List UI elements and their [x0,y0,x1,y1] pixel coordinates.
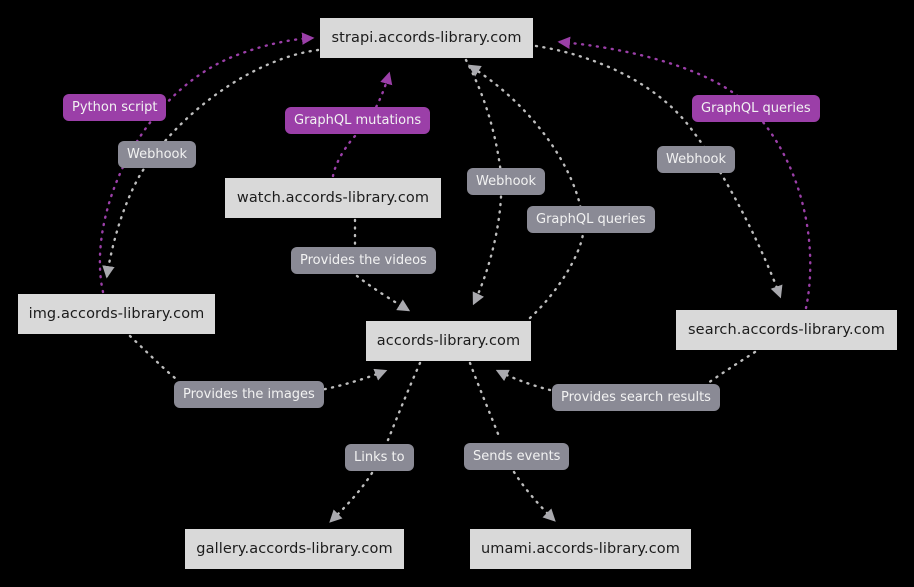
node-umami-label: umami.accords-library.com [480,540,681,557]
edge-label-links-to-text: Links to [354,450,405,465]
edge-label-provides-the-images: Provides the images [174,381,324,408]
edge-label-graphql-mutations-text: GraphQL mutations [294,113,422,128]
node-search-label: search.accords-library.com [688,321,885,338]
edge-label-provides-search-results: Provides search results [552,384,720,411]
edge-label-graphql-queries-middle: GraphQL queries [527,206,655,233]
edge-label-webhook-middle-text: Webhook [476,174,537,189]
node-watch-label: watch.accords-library.com [236,189,430,206]
edge-label-graphql-queries-right: GraphQL queries [692,95,820,122]
edge-label-provides-the-images-text: Provides the images [183,387,315,402]
edge-label-provides-search-results-text: Provides search results [561,390,711,405]
node-accords-library-label: accords-library.com [376,332,521,349]
edge-core-to-gallery [331,361,422,521]
edge-label-provides-the-videos: Provides the videos [291,247,436,274]
node-search[interactable]: search.accords-library.com [676,310,897,350]
node-img-label: img.accords-library.com [28,305,205,322]
edge-label-sends-events: Sends events [464,443,570,470]
edge-label-graphql-queries-right-text: GraphQL queries [701,101,811,116]
edge-label-python-script: Python script [63,94,167,121]
edge-label-webhook-left-text: Webhook [127,147,188,162]
edge-label-graphql-queries-middle-text: GraphQL queries [536,212,646,227]
node-strapi-label: strapi.accords-library.com [331,29,522,46]
edge-label-python-script-text: Python script [72,100,158,115]
edge-label-webhook-left: Webhook [118,141,197,168]
edge-label-webhook-right: Webhook [657,146,736,173]
node-watch[interactable]: watch.accords-library.com [225,178,441,218]
edge-label-provides-the-videos-text: Provides the videos [300,253,427,268]
node-gallery[interactable]: gallery.accords-library.com [185,529,404,569]
edge-core-to-umami [468,361,554,520]
node-umami[interactable]: umami.accords-library.com [470,529,691,569]
edge-label-sends-events-text: Sends events [473,449,561,464]
node-gallery-label: gallery.accords-library.com [196,540,393,557]
edge-label-webhook-right-text: Webhook [666,152,727,167]
edge-label-graphql-mutations: GraphQL mutations [285,107,431,134]
edge-label-links-to: Links to [345,444,414,471]
node-strapi[interactable]: strapi.accords-library.com [320,18,533,58]
edge-search-to-strapi [557,36,812,310]
node-accords-library[interactable]: accords-library.com [366,321,531,361]
edge-label-webhook-middle: Webhook [467,168,546,195]
node-img[interactable]: img.accords-library.com [18,294,215,334]
